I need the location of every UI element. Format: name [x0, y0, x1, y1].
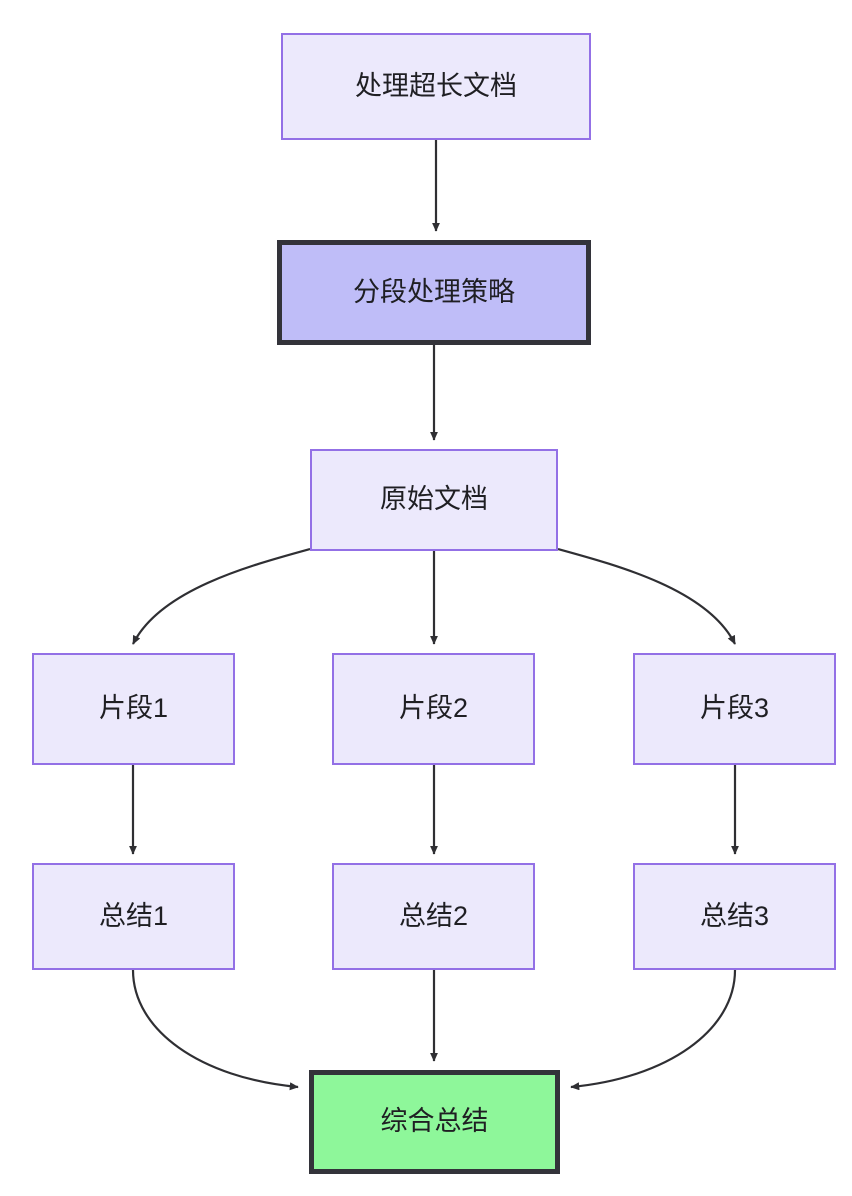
edge-n3-n4: [132, 547, 311, 645]
node-label: 片段2: [398, 693, 469, 724]
node-summary-1[interactable]: 总结1: [32, 863, 235, 970]
node-label: 总结1: [98, 900, 169, 931]
node-label: 片段1: [98, 693, 169, 724]
node-segment-3[interactable]: 片段3: [633, 653, 836, 765]
node-label: 处理超长文档: [355, 70, 517, 101]
node-label: 片段3: [699, 693, 770, 724]
node-source-document[interactable]: 原始文档: [310, 449, 558, 551]
node-segment-2[interactable]: 片段2: [332, 653, 535, 765]
edge-n3-n6: [557, 547, 736, 645]
edge-n7-n10: [131, 969, 299, 1091]
node-label: 分段处理策略: [353, 276, 515, 307]
node-label: 综合总结: [380, 1106, 489, 1137]
node-summary-2[interactable]: 总结2: [332, 863, 535, 970]
node-label: 总结3: [699, 900, 770, 931]
node-chunking-strategy[interactable]: 分段处理策略: [277, 240, 591, 345]
node-segment-1[interactable]: 片段1: [32, 653, 235, 765]
node-label: 总结2: [398, 900, 469, 931]
edge-n9-n10: [570, 969, 737, 1091]
node-label: 原始文档: [380, 484, 488, 515]
node-summary-3[interactable]: 总结3: [633, 863, 836, 970]
node-final-summary[interactable]: 综合总结: [309, 1070, 560, 1174]
node-process-long-document[interactable]: 处理超长文档: [281, 33, 591, 140]
